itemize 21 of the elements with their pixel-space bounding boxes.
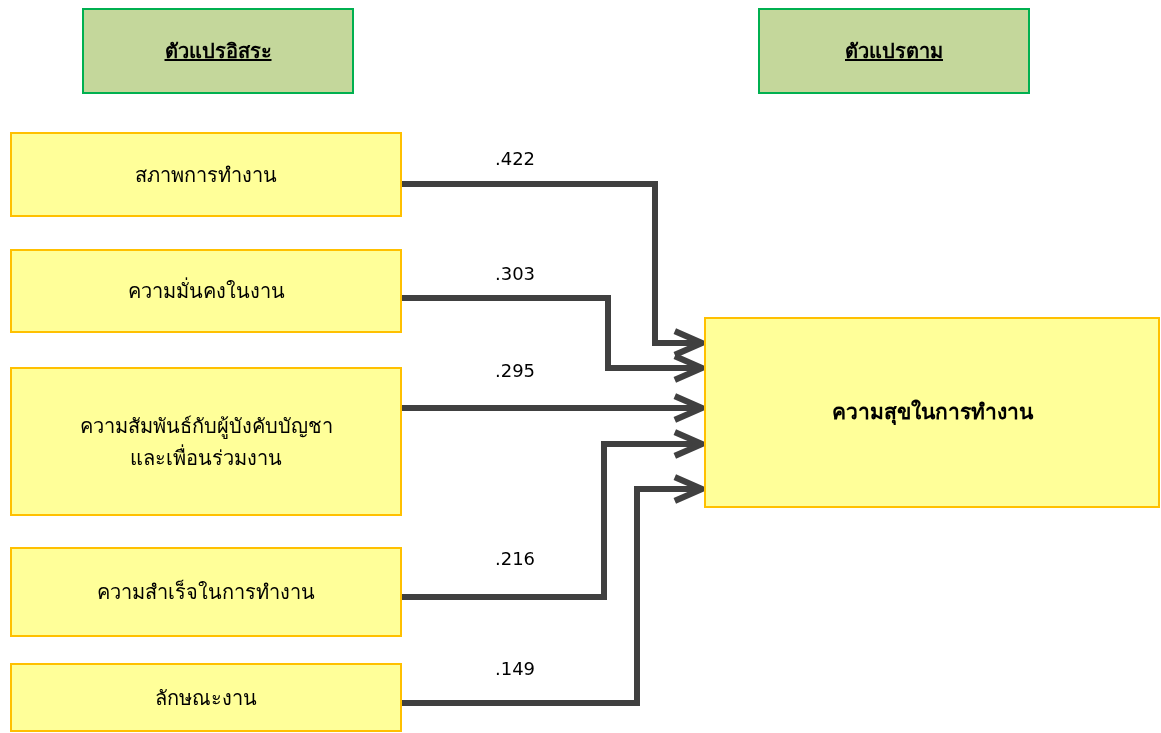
node-label: ตัวแปรตาม xyxy=(845,38,943,65)
variable-box xyxy=(10,132,402,217)
variable-box xyxy=(10,663,402,732)
arrow xyxy=(402,474,706,706)
header-box xyxy=(82,8,354,94)
arrow xyxy=(402,393,706,423)
node-label: ความสุขในการทำงาน xyxy=(831,398,1033,427)
node-label: ลักษณะงาน xyxy=(155,684,257,712)
arrow xyxy=(402,429,706,600)
node-label: ความสำเร็จในการทำงาน xyxy=(97,578,315,606)
variable-box xyxy=(10,367,402,516)
node-label: ความสัมพันธ์กับผู้บังคับบัญชาและเพื่อนร่วมงาน xyxy=(78,412,334,472)
header-box xyxy=(758,8,1030,94)
node-label: สภาพการทำงาน xyxy=(135,161,277,189)
variable-box xyxy=(10,547,402,637)
variable-box xyxy=(10,249,402,333)
outcome-box xyxy=(704,317,1160,508)
node-label: ความมั่นคงในงาน xyxy=(127,276,285,305)
node-label: ตัวแปรอิสระ xyxy=(164,38,272,65)
arrow xyxy=(402,181,706,358)
arrow xyxy=(402,295,706,383)
